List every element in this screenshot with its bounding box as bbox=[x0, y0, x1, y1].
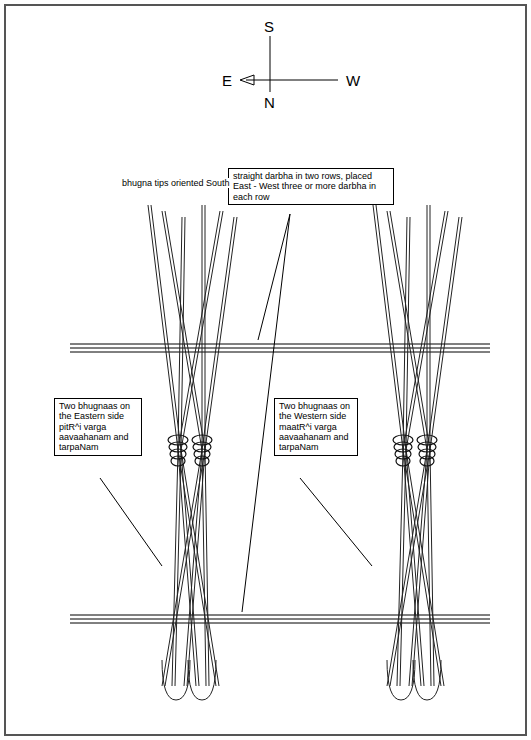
darbha-knot bbox=[420, 456, 434, 466]
darbha-strand bbox=[165, 217, 237, 686]
note-label: bhugna tips oriented South bbox=[122, 178, 230, 188]
callout-box: straight darbha in two rows, placed East… bbox=[228, 168, 394, 205]
darbha-strand bbox=[162, 217, 234, 686]
compass-letter: N bbox=[264, 94, 275, 111]
darbha-loop bbox=[413, 660, 441, 700]
darbha-strand bbox=[151, 205, 219, 686]
compass-line bbox=[246, 80, 338, 81]
compass-arrow bbox=[240, 75, 254, 85]
compass-letter: W bbox=[346, 72, 360, 89]
compass-line bbox=[270, 36, 271, 92]
darbha-strand bbox=[175, 211, 223, 686]
bhugna-bundles bbox=[148, 205, 462, 700]
darbha-strand bbox=[162, 211, 206, 686]
compass-letter: E bbox=[222, 72, 232, 89]
darbha-strand bbox=[387, 217, 459, 686]
frame bbox=[5, 5, 526, 735]
darbha-knot bbox=[195, 456, 209, 466]
darbha-knot bbox=[171, 456, 185, 466]
darbha-knot bbox=[396, 456, 410, 466]
darbha-loop bbox=[387, 660, 415, 700]
callout-text: Two bhugnaas on the Western side maatR^i… bbox=[279, 401, 353, 453]
darbha-loop bbox=[162, 660, 190, 700]
darbha-loop bbox=[188, 660, 216, 700]
darbha-strand bbox=[390, 217, 462, 686]
darbha-strand bbox=[400, 211, 448, 686]
callout-text: straight darbha in two rows, placed East… bbox=[233, 171, 389, 202]
darbha-strand bbox=[387, 211, 431, 686]
callout-box: Two bhugnaas on the Eastern side pitR^i … bbox=[54, 398, 142, 456]
compass-letter: S bbox=[264, 18, 274, 35]
callout-text: Two bhugnaas on the Eastern side pitR^i … bbox=[59, 401, 137, 453]
callout-box: Two bhugnaas on the Western side maatR^i… bbox=[274, 398, 358, 456]
darbha-strand bbox=[376, 205, 444, 686]
